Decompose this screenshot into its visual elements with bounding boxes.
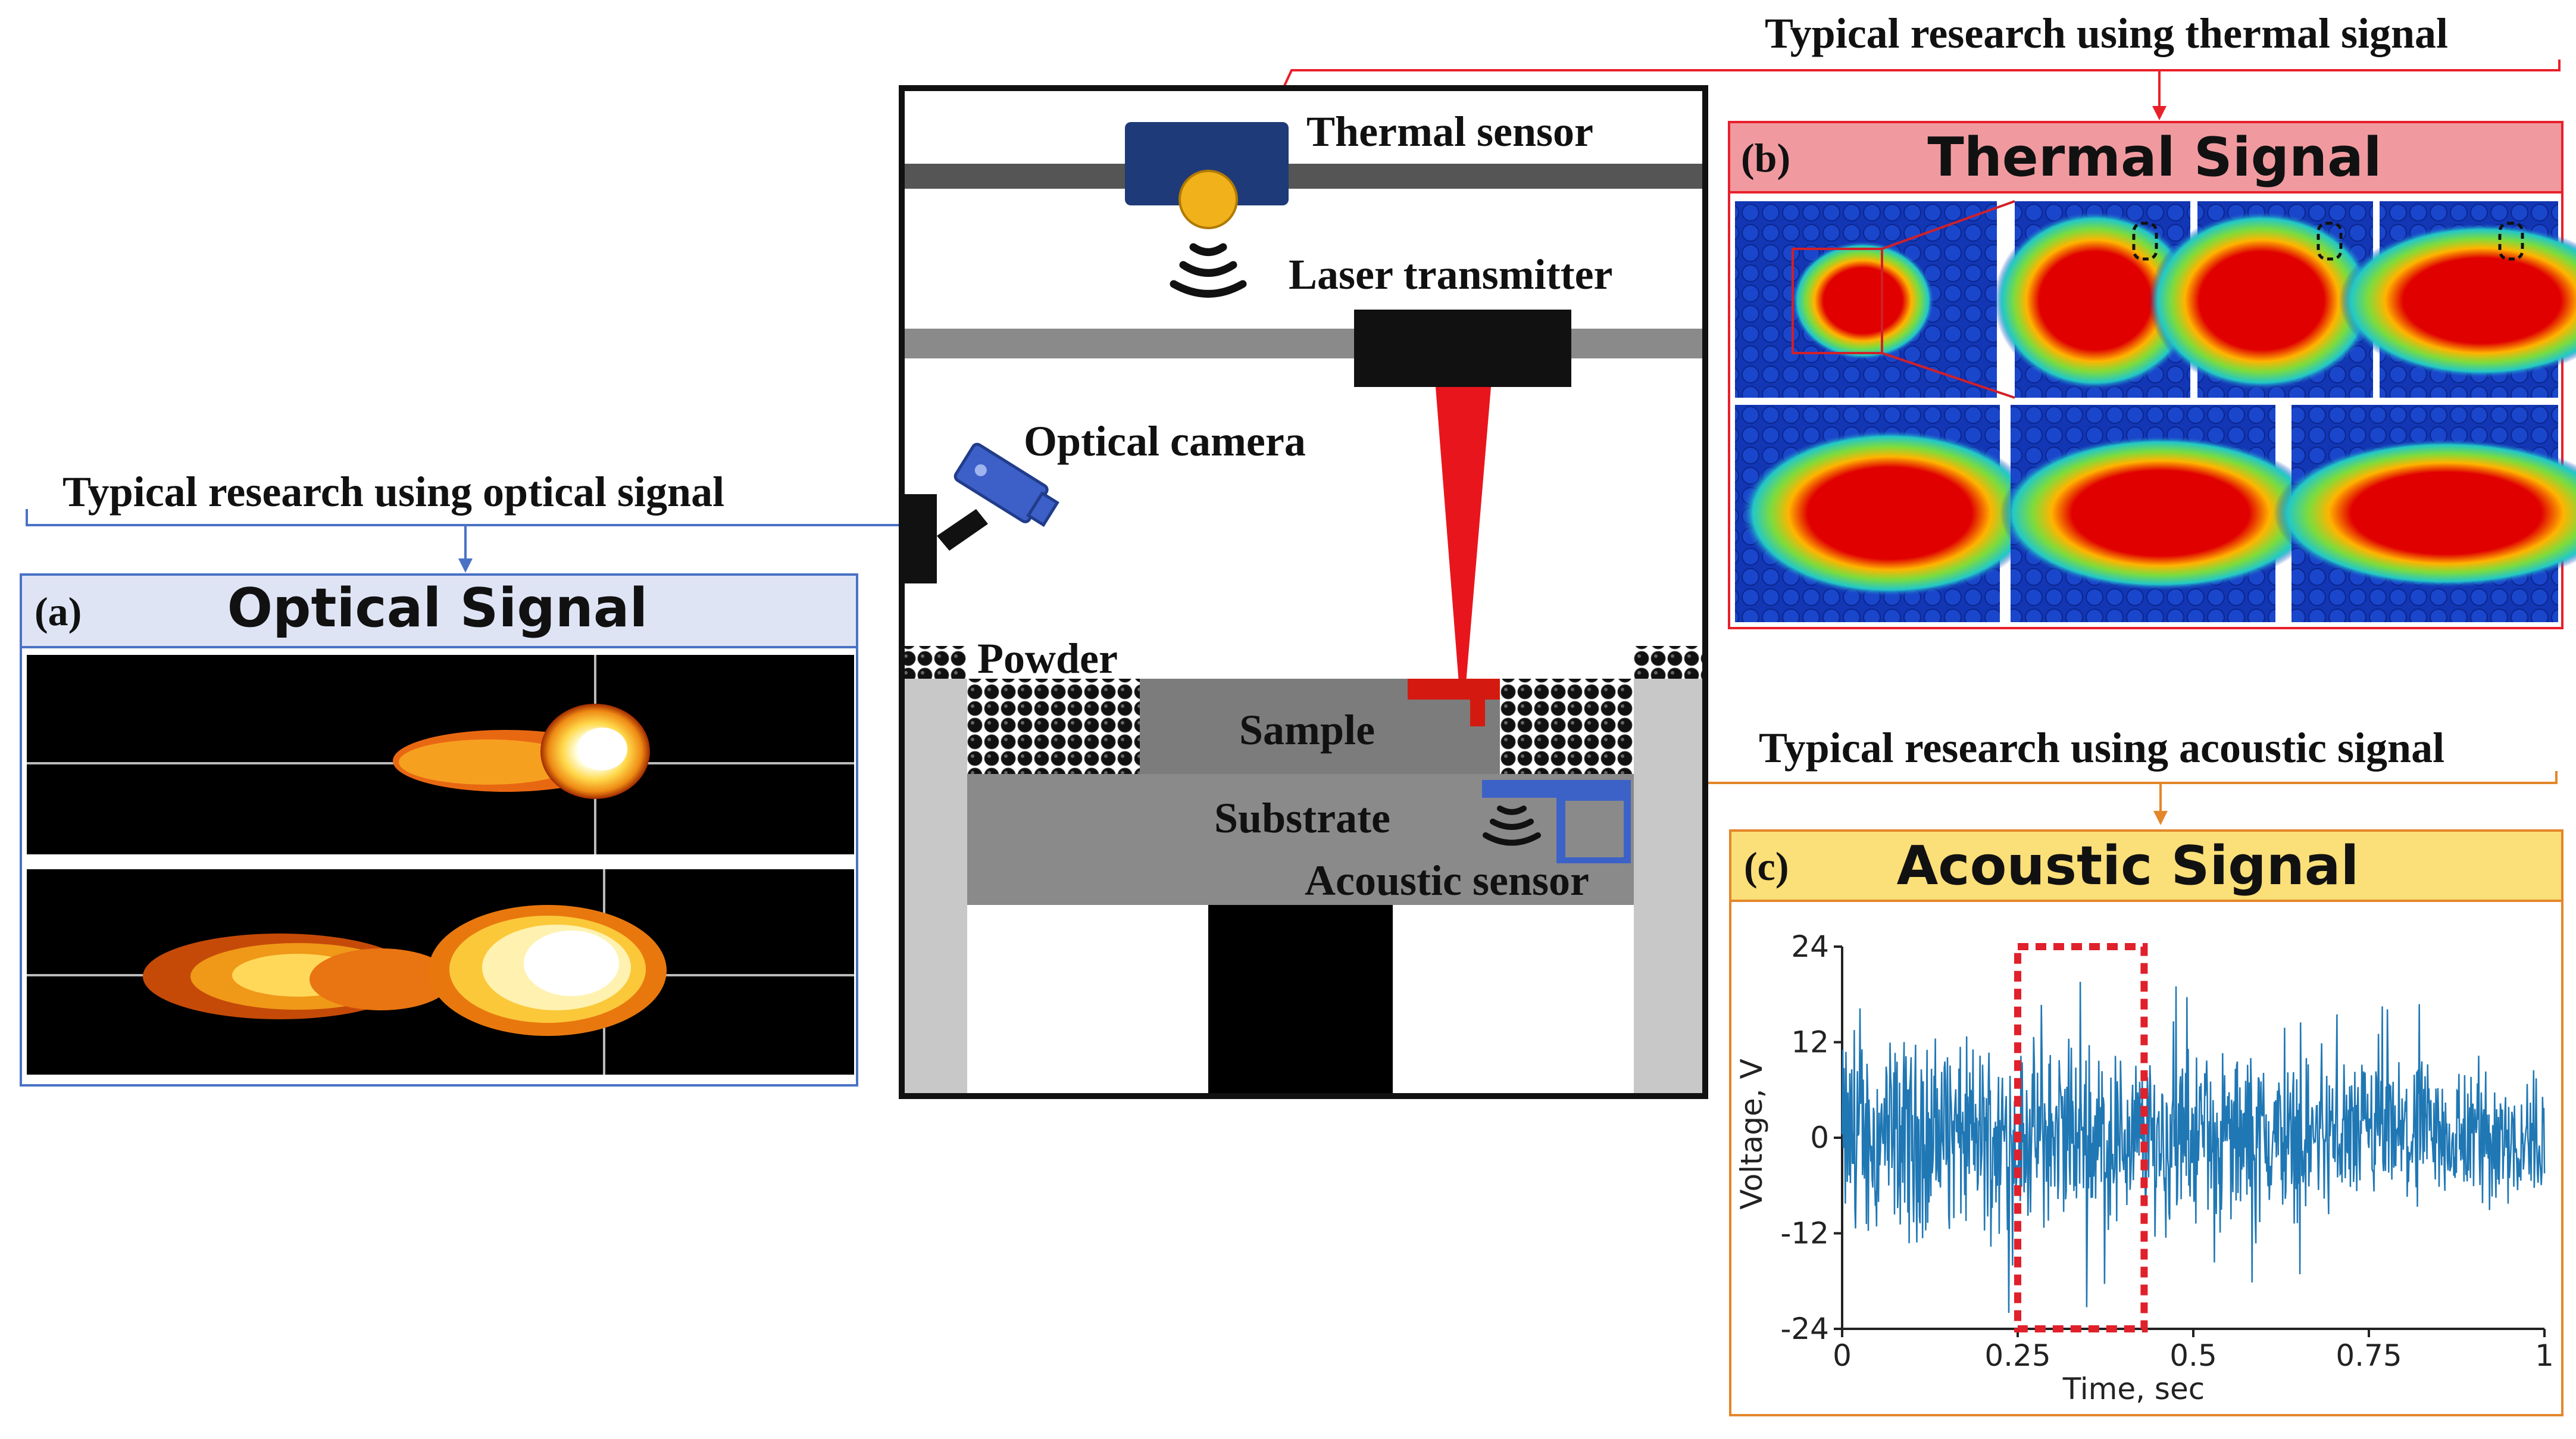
optical-connector <box>26 509 905 573</box>
optical-camera-icon <box>904 442 1059 583</box>
thermal-image-4 <box>2339 201 2576 398</box>
x-tick-label: 0.75 <box>2336 1338 2402 1373</box>
y-tick-label: -24 <box>1780 1312 1829 1346</box>
thermal-image-3 <box>2149 201 2375 398</box>
acoustic-panel-tag: (c) <box>1744 844 1789 889</box>
acoustic-sensor-label: Acoustic sensor <box>1305 857 1589 904</box>
acoustic-sensor-icon <box>1482 780 1631 863</box>
left-wall <box>905 679 967 1093</box>
optical-image-2 <box>27 869 854 1075</box>
substrate-label: Substrate <box>1214 794 1390 842</box>
thermal-image-2 <box>1994 201 2196 398</box>
melt-pool <box>1408 679 1500 726</box>
thermal-zoom-lines <box>1881 200 2015 399</box>
y-tick-label: -12 <box>1780 1216 1829 1251</box>
thermal-panel-title: Thermal Signal <box>1927 126 2381 189</box>
thermal-image-6 <box>2000 405 2321 622</box>
acoustic-panel-header <box>1729 829 2564 902</box>
powder-top-left <box>905 646 967 679</box>
sample-label: Sample <box>1239 706 1375 754</box>
signal-waves-icon <box>1170 243 1247 298</box>
optical-camera-label: Optical camera <box>1024 417 1306 465</box>
x-axis-label: Time, sec <box>2062 1372 2205 1406</box>
powder-bed-left <box>967 679 1140 774</box>
optical-panel-header <box>20 573 858 648</box>
acoustic-research-label: Typical research using acoustic signal <box>1759 724 2444 772</box>
highlight-box <box>2014 943 2148 1332</box>
build-platform-piston <box>1208 905 1393 1093</box>
y-tick-label: 24 <box>1791 929 1829 964</box>
thermal-image-7 <box>2274 405 2576 622</box>
x-tick-label: 0 <box>1833 1338 1852 1373</box>
laser-rail <box>905 329 1702 358</box>
right-wall <box>1634 679 1702 1093</box>
optical-research-label: Typical research using optical signal <box>62 468 724 516</box>
optical-panel-title: Optical Signal <box>227 577 648 639</box>
powder-label: Powder <box>977 635 1118 682</box>
laser-beam <box>1436 387 1491 691</box>
thermal-sensor-icon <box>1125 122 1289 229</box>
x-tick-label: 0.5 <box>2169 1338 2217 1373</box>
acoustic-panel: (c) Acoustic Signal 0 0.25 0.5 0.75 1 24 12 0 -1… <box>1729 829 2564 1416</box>
y-axis-label: Voltage, V <box>1734 1059 1769 1210</box>
optical-image-1 <box>27 655 854 854</box>
thermal-image-5 <box>1735 405 2039 622</box>
y-tick-label: 12 <box>1791 1025 1829 1060</box>
top-rail <box>905 164 1702 189</box>
powder-bed-right <box>1500 679 1634 774</box>
acoustic-panel-title: Acoustic Signal <box>1897 835 2359 897</box>
acoustic-signal-trace <box>1841 982 2546 1313</box>
axis-ticks: 0 0.25 0.5 0.75 1 24 12 0 -12 -24 <box>1780 929 2554 1373</box>
thermal-panel: (b) Thermal Signal <box>1728 121 2576 629</box>
thermal-sensor-label: Thermal sensor <box>1306 108 1593 155</box>
thermal-panel-tag: (b) <box>1741 135 1790 180</box>
thermal-panel-header <box>1728 121 2564 193</box>
powder-top-right <box>1634 646 1702 679</box>
optical-panel-tag: (a) <box>35 589 82 634</box>
y-tick-label: 0 <box>1810 1120 1829 1155</box>
machine-schematic: Thermal sensor Laser transmitter Optical… <box>899 85 1708 1099</box>
acoustic-chart: 0 0.25 0.5 0.75 1 24 12 0 -12 -24 Time, sec Volta… <box>1734 929 2554 1406</box>
acoustic-signal-line <box>1841 982 2546 1313</box>
thermal-research-label: Typical research using thermal signal <box>1765 10 2448 57</box>
laser-transmitter-box <box>1354 310 1571 387</box>
x-tick-label: 1 <box>2535 1338 2554 1373</box>
x-tick-label: 0.25 <box>1984 1338 2050 1373</box>
acoustic-connector <box>1524 771 2558 825</box>
optical-panel: (a) Optical Signal <box>20 573 858 1087</box>
laser-transmitter-label: Laser transmitter <box>1289 251 1613 298</box>
thermal-image-1 <box>1735 201 1997 398</box>
